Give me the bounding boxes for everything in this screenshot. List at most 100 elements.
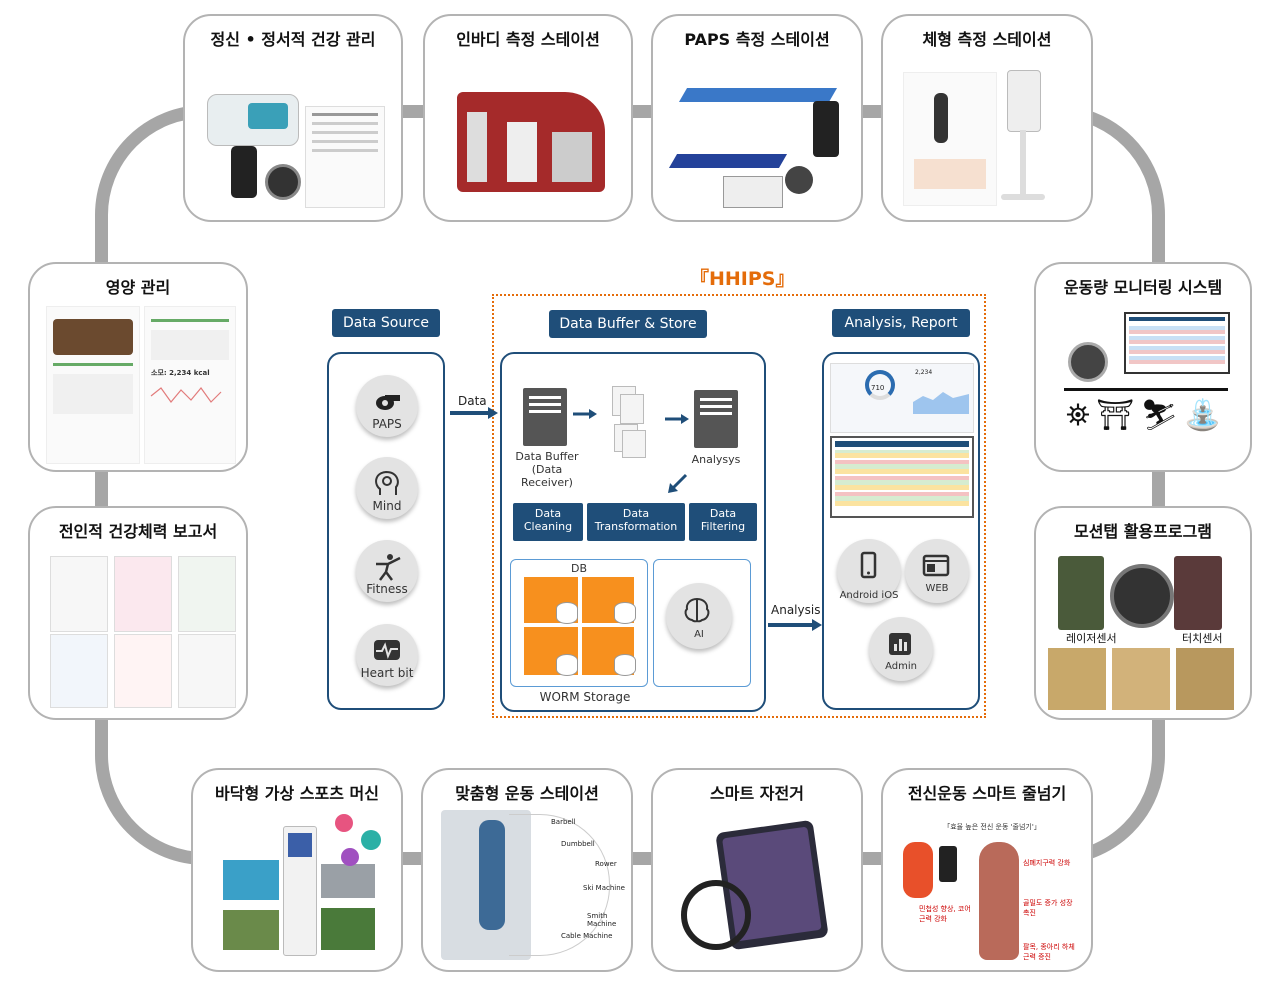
db-cylinder-1 <box>556 602 578 624</box>
area-chart-icon <box>913 392 969 414</box>
card-title: 전인적 건강체력 보고서 <box>58 522 218 541</box>
gym-photo-1 <box>1048 648 1106 710</box>
source-label: Mind <box>372 499 402 513</box>
card-title: PAPS 측정 스테이션 <box>684 30 830 49</box>
card-body-shape-station[interactable]: 체형 측정 스테이션 <box>881 14 1093 222</box>
arrow-to-docs <box>573 409 597 419</box>
hhips-title: 『HHIPS』 <box>690 268 795 290</box>
kiosk-stand <box>1020 130 1026 196</box>
db-cylinder-4 <box>614 654 636 676</box>
touch-photo <box>1174 556 1222 630</box>
platform-web[interactable]: WEB <box>905 539 969 603</box>
rope-note-3: 팔목, 종아리 하체 근력 증진 <box>1023 943 1075 961</box>
nutrition-screen-left <box>46 306 140 464</box>
analysis-flow-label: Analysis <box>771 603 821 617</box>
equipment-label-2: Rower <box>595 860 617 868</box>
browser-icon <box>922 554 950 577</box>
nutrition-screen-right: 소모: 2,234 kcal <box>144 306 236 464</box>
card-custom-exercise[interactable]: 맞춤형 운동 스테이션 Barbell Dumbbell Rower Ski M… <box>421 768 633 972</box>
card-nutrition[interactable]: 영양 관리 소모: 2,234 kcal <box>28 262 248 472</box>
body-muscle-image <box>979 842 1019 960</box>
card-health-report[interactable]: 전인적 건강체력 보고서 <box>28 506 248 720</box>
inbody-booth-image <box>457 92 605 192</box>
report-page-3 <box>178 556 236 632</box>
card-activity-monitoring[interactable]: 운동량 모니터링 시스템 ⛯⛩⛷⛲ <box>1034 262 1252 472</box>
report-page-4 <box>50 634 108 708</box>
bike-image <box>681 880 751 950</box>
card-smart-jump-rope[interactable]: 전신운동 스마트 줄넘기 「효율 높은 전신 운동 '줄넘기'」 심폐지구력 강… <box>881 768 1093 972</box>
bubble-2 <box>361 830 381 850</box>
arrow-down-left <box>668 473 688 493</box>
db-label: DB <box>570 562 588 575</box>
stage-filtering: Data Filtering <box>689 503 757 541</box>
source-mind[interactable]: Mind <box>356 457 418 519</box>
report-page-5 <box>114 634 172 708</box>
laser-photo <box>1058 556 1104 630</box>
buffer-header: Data Buffer & Store <box>549 310 707 338</box>
card-title: 맞춤형 운동 스테이션 <box>455 784 599 803</box>
floor-screen-4 <box>321 908 375 950</box>
mat-blue-top <box>678 88 838 102</box>
analysis-server-icon <box>694 390 738 448</box>
card-title: 스마트 자전거 <box>710 784 804 803</box>
ai-node[interactable]: AI <box>666 583 732 649</box>
calorie-wave <box>150 387 222 403</box>
watch-image <box>785 166 813 194</box>
equipment-label-0: Barbell <box>551 818 576 826</box>
worm-label: WORM Storage <box>539 690 631 704</box>
source-heartbit[interactable]: Heart bit <box>356 624 418 686</box>
platform-mobile[interactable]: Android iOS <box>837 539 901 603</box>
db-box <box>510 559 648 687</box>
gym-photo-3 <box>1176 648 1234 710</box>
card-motion-tab[interactable]: 모션탭 활용프로그램 레이저센서 터치센서 <box>1034 506 1252 720</box>
card-inbody-station[interactable]: 인바디 측정 스테이션 <box>423 14 633 222</box>
equipment-label-1: Dumbbell <box>561 840 595 848</box>
arrow-to-analysys <box>665 414 689 424</box>
watch-image <box>265 164 301 200</box>
bubble-1 <box>335 814 353 832</box>
heartbeat-icon <box>374 640 400 660</box>
bubble-3 <box>341 848 359 866</box>
head-gear-icon <box>375 470 399 495</box>
card-mental-health[interactable]: 정신 • 정서적 건강 관리 <box>183 14 403 222</box>
floor-kiosk-image <box>283 826 317 956</box>
platform-label: Android iOS <box>839 590 899 601</box>
db-cylinder-2 <box>614 602 636 624</box>
stage-transformation: Data Transformation <box>587 503 685 541</box>
leaderboard-table <box>830 436 974 518</box>
kiosk-base <box>1001 194 1045 200</box>
source-header: Data Source <box>332 309 440 337</box>
source-label: Heart bit <box>360 666 414 680</box>
card-paps-station[interactable]: PAPS 측정 스테이션 <box>651 14 863 222</box>
gauge-value: 710 <box>871 384 885 392</box>
dashboard-image: 710 2,234 <box>830 363 974 433</box>
exercise-icons: ⛯⛩⛷⛲ <box>1066 398 1228 433</box>
report-page-1 <box>50 556 108 632</box>
equipment-label-4: Smith Machine <box>587 912 617 928</box>
card-title: 정신 • 정서적 건강 관리 <box>210 30 376 49</box>
bar-chart-icon <box>889 633 911 655</box>
calorie-text: 소모: 2,234 kcal <box>151 369 210 377</box>
analysys-label: Analysys <box>691 453 741 466</box>
card-title: 인바디 측정 스테이션 <box>456 30 600 49</box>
rope-phone-image <box>939 846 957 882</box>
gym-photo-2 <box>1112 648 1170 710</box>
hhips-dotted-frame <box>492 294 986 718</box>
card-smart-bike[interactable]: 스마트 자전거 <box>651 768 863 972</box>
source-fitness[interactable]: Fitness <box>356 540 418 602</box>
rope-note-0: 심폐지구력 강화 <box>1023 859 1071 867</box>
source-paps[interactable]: PAPS <box>356 375 418 437</box>
card-title: 영양 관리 <box>105 278 171 297</box>
card-title: 바닥형 가상 스포츠 머신 <box>215 784 379 803</box>
card-floor-sports[interactable]: 바닥형 가상 스포츠 머신 <box>191 768 403 972</box>
analysis-arrow <box>768 619 822 631</box>
step-box-image <box>723 176 783 208</box>
data-arrow <box>450 407 498 419</box>
platform-admin[interactable]: Admin <box>869 617 933 681</box>
card-title: 체형 측정 스테이션 <box>922 30 1052 49</box>
db-cylinder-3 <box>556 654 578 676</box>
rope-note-2: 민첩성 향상, 코어 근력 강화 <box>919 905 971 923</box>
ai-box <box>653 559 751 687</box>
mat-blue-bottom <box>668 154 788 168</box>
receiver-label: Data Buffer (Data Receiver) <box>515 450 579 489</box>
